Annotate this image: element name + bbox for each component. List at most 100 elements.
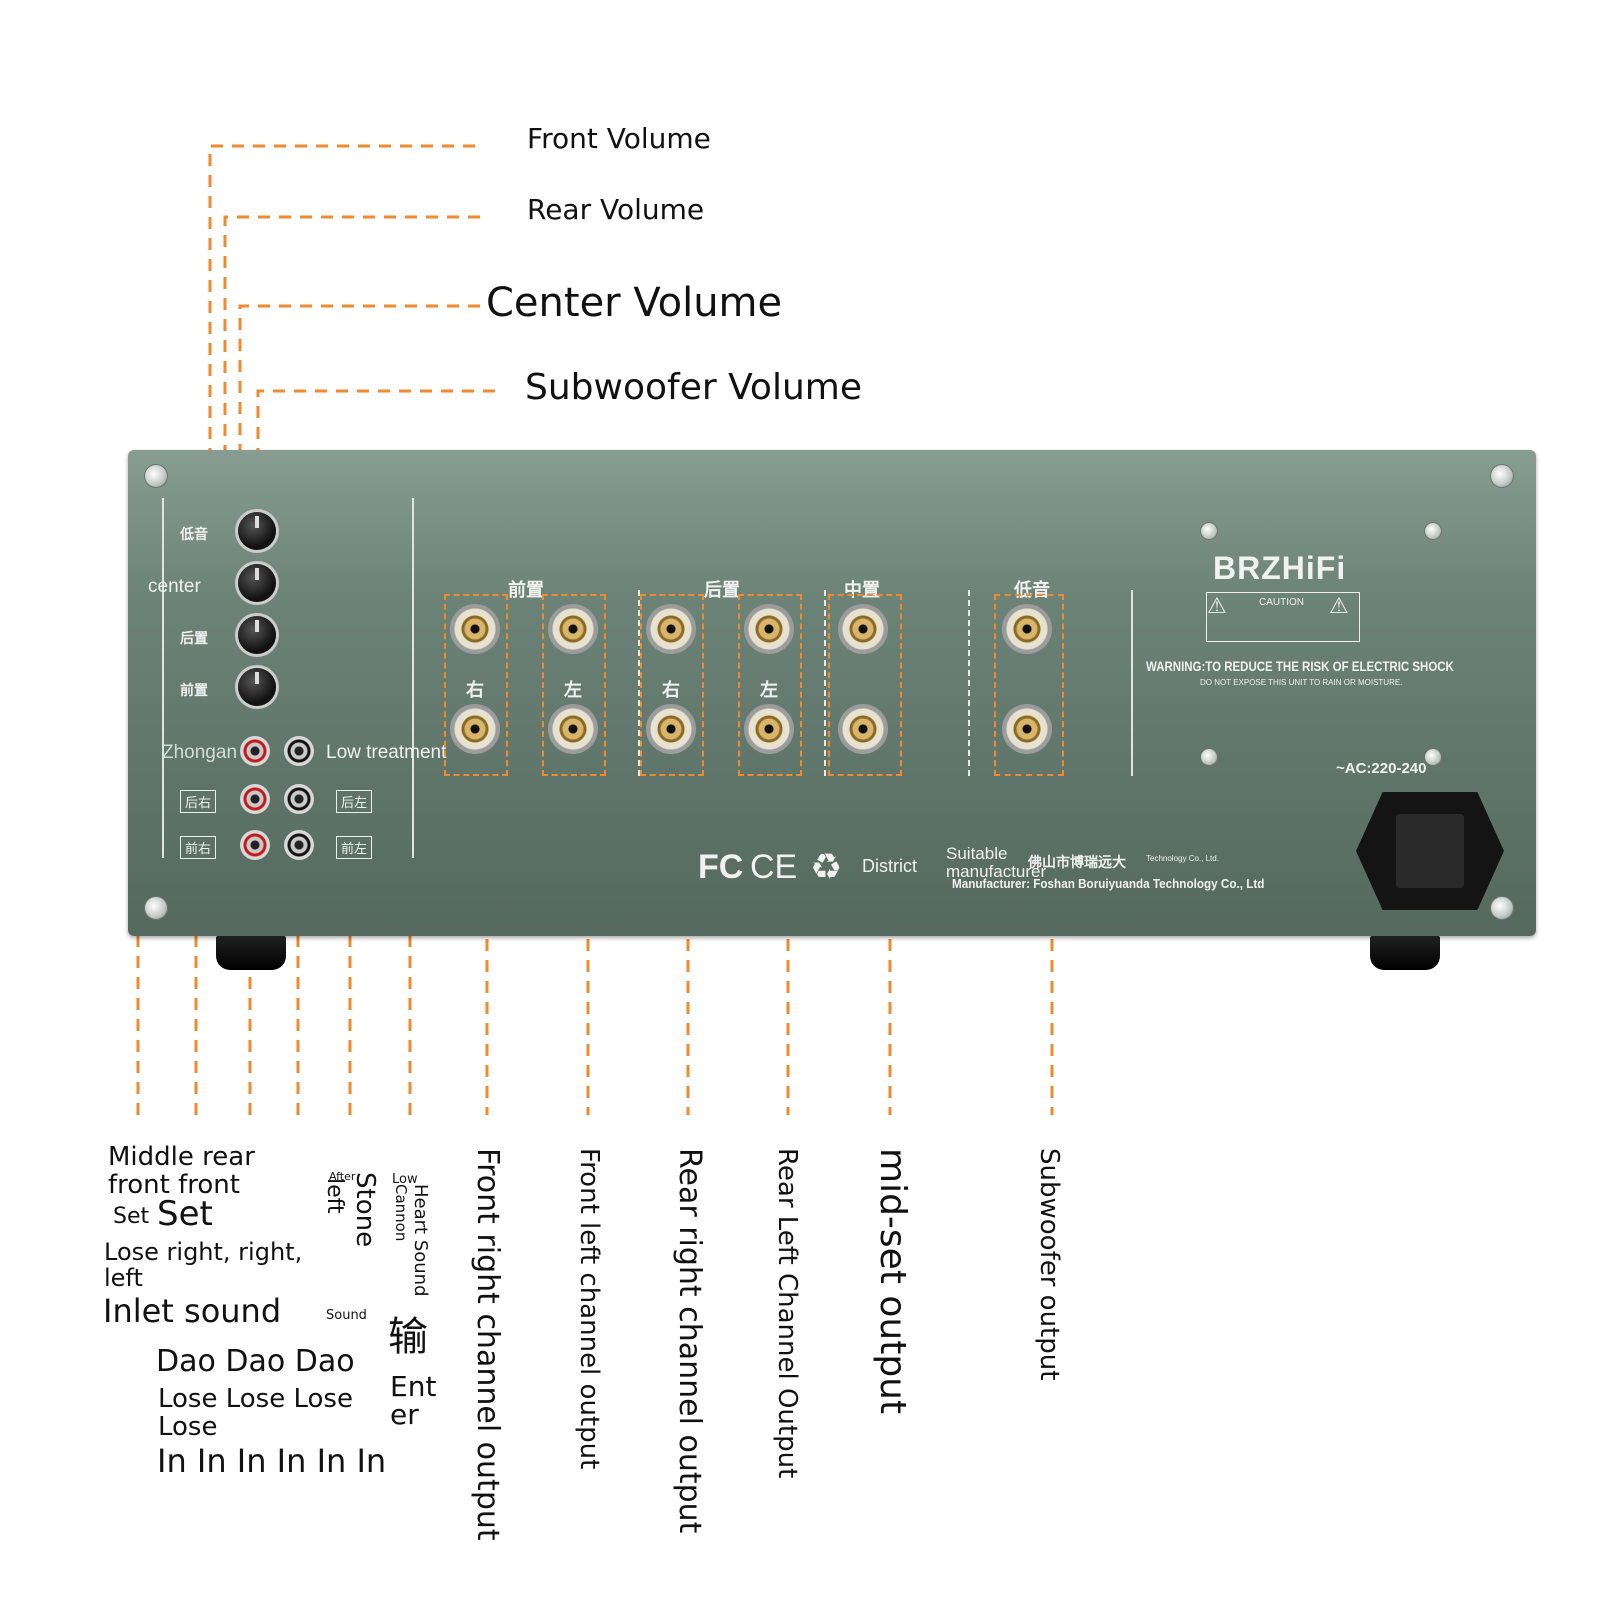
front-right-post[interactable] [450,604,500,654]
warning-subtext: DO NOT EXPOSE THIS UNIT TO RAIN OR MOIST… [1200,678,1403,687]
subwoofer-volume-label: Subwoofer Volume [525,367,862,408]
front-left-input-jack[interactable] [284,830,314,860]
label-front-left-output: Front left channel output [574,1148,604,1470]
amplifier-rear-panel: 低音 center 后置 前置 Zhongan 后右 前右 Low treatm… [128,450,1536,936]
subwoofer-post[interactable] [1002,604,1052,654]
manufacturer-full: Manufacturer: Foshan Boruiyuanda Technol… [952,876,1265,891]
label-cannon: Cannon [392,1184,410,1242]
group-label-front: 前置 [508,580,544,601]
center-volume-knob[interactable] [238,564,276,602]
label-lose: Lose [158,1412,218,1442]
knob-label-front: 前置 [180,683,208,699]
center-volume-label: Center Volume [486,280,783,326]
subwoofer-input-jack[interactable] [284,736,314,766]
label-subwoofer-output: Subwoofer output [1034,1148,1064,1381]
screw-icon [1490,464,1514,488]
front-right-post[interactable] [450,704,500,754]
divider [824,590,826,776]
manufacturer-small: Technology Co., Ltd. [1146,854,1219,863]
rca-label-center: Zhongan [162,742,238,763]
label-set-small: Set [113,1204,150,1229]
label-rear-left-output: Rear Left Channel Output [772,1148,802,1479]
screw-icon [144,464,168,488]
label-char: 输 [388,1314,428,1360]
label-rear-right-output: Rear right channel output [672,1148,707,1534]
screw-icon [1424,748,1442,766]
label-left-vertical: left [322,1178,347,1214]
group-label-rear: 后置 [704,580,740,601]
front-right-highlight [444,594,508,776]
knob-label-center: center [148,576,201,597]
front-left-post[interactable] [548,604,598,654]
label-heart-sound: Heart Sound [410,1184,431,1297]
label-middle-rear: Middle rear [108,1142,255,1172]
screw-icon [1200,522,1218,540]
rear-left-input-jack[interactable] [284,784,314,814]
divider [638,590,640,776]
label-low: Low [392,1172,418,1187]
warning-text: WARNING:TO REDUCE THE RISK OF ELECTRIC S… [1146,658,1454,674]
subwoofer-volume-knob[interactable] [238,512,276,550]
front-volume-knob[interactable] [238,668,276,706]
front-volume-label: Front Volume [527,122,711,155]
front-left-highlight [542,594,606,776]
screw-icon [1200,748,1218,766]
recycle-icon: ♻ [810,846,843,887]
right-foot [1370,936,1440,970]
rear-right-highlight [640,594,704,776]
label-front-right-output: Front right channel output [470,1148,505,1541]
iec-power-inlet[interactable] [1356,792,1504,910]
screw-icon [1424,522,1442,540]
warning-icon: ⚠ [1329,593,1349,618]
channel-label-right: 右 [466,680,484,701]
center-highlight [828,594,902,776]
label-ent: Ent [390,1370,437,1403]
caution-box: ⚠ CAUTION ⚠ [1206,592,1360,642]
rear-right-post[interactable] [646,604,696,654]
front-left-post[interactable] [548,704,598,754]
fcc-logo: FC [698,848,744,886]
manufacturer-text: manufacturer [946,862,1047,881]
front-right-input-jack[interactable] [240,830,270,860]
center-input-jack[interactable] [240,736,270,766]
divider [412,498,414,858]
rca-label-rear-right: 后右 [180,790,217,813]
label-after: After [329,1170,356,1183]
center-post[interactable] [838,704,888,754]
channel-label-left: 左 [760,680,778,701]
rca-label-subwoofer: Low treatment [326,742,447,763]
brand-logo: BRZHiFi [1213,550,1347,586]
label-stone: Stone [350,1172,380,1248]
caution-label: CAUTION [1259,597,1304,608]
left-foot [216,936,286,970]
label-set-big: Set [157,1194,213,1234]
rca-label-front-left: 前左 [336,836,373,859]
label-in-row: In In In In In In [157,1442,387,1480]
rca-label-front-right: 前右 [180,836,217,859]
rear-left-post[interactable] [744,604,794,654]
rear-right-post[interactable] [646,704,696,754]
center-post[interactable] [838,604,888,654]
screw-icon [1490,896,1514,920]
suitable-text: Suitable [946,844,1008,863]
subwoofer-post[interactable] [1002,704,1052,754]
rca-label-rear-left: 后左 [336,790,373,813]
label-mid-set-output: mid-set output [872,1148,913,1415]
rear-left-post[interactable] [744,704,794,754]
label-front-front: front front [108,1170,240,1200]
power-socket [1396,814,1464,888]
screw-icon [144,896,168,920]
label-sound: Sound [326,1308,367,1323]
ce-logo: CE [750,848,798,886]
channel-label-left: 左 [564,680,582,701]
label-er: er [390,1398,419,1431]
rear-volume-knob[interactable] [238,616,276,654]
warning-icon: ⚠ [1207,593,1227,618]
label-dao: Dao Dao Dao [156,1344,355,1379]
divider [162,498,164,858]
manufacturer-cn: 佛山市博瑞远大 [1028,854,1126,870]
channel-label-right: 右 [662,680,680,701]
divider [968,590,970,776]
knob-label-subwoofer: 低音 [180,527,208,543]
rear-right-input-jack[interactable] [240,784,270,814]
